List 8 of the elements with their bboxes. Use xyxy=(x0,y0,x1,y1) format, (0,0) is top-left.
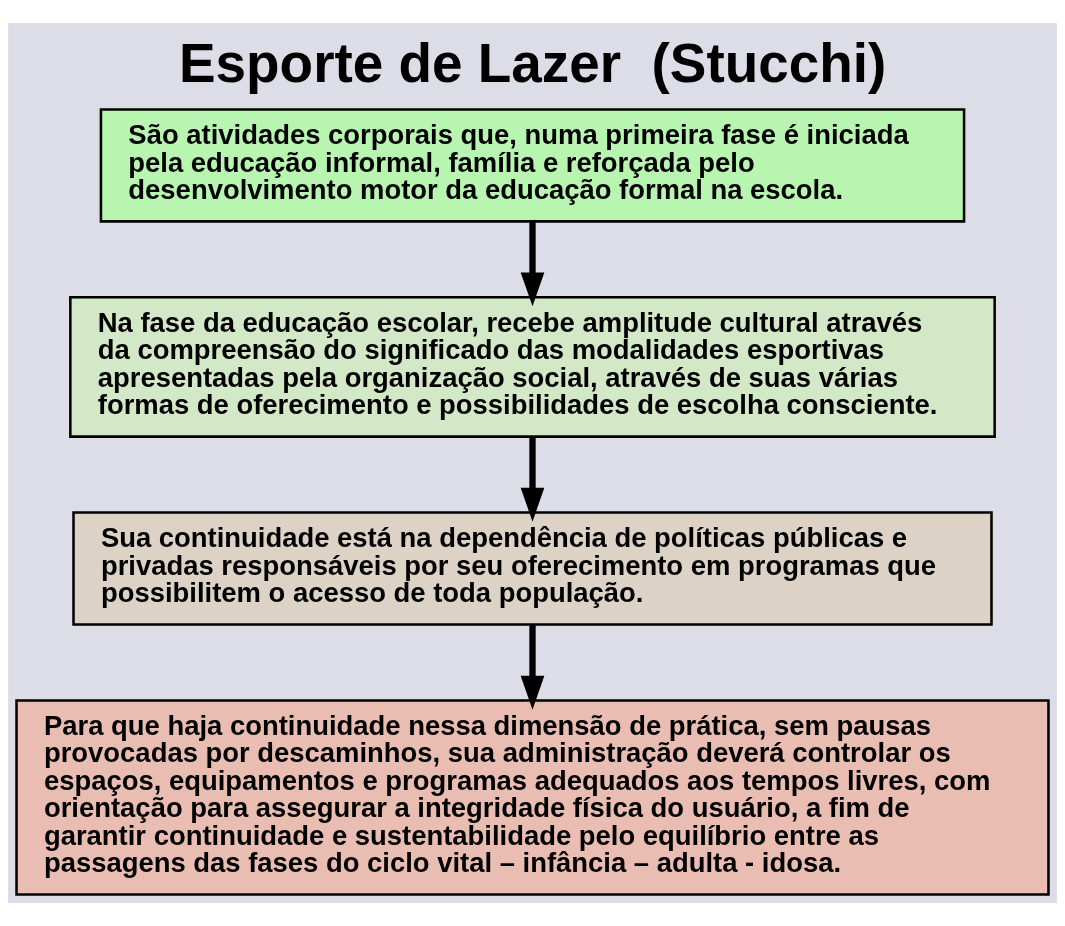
diagram-title: Esporte de Lazer (Stucchi) xyxy=(179,31,887,94)
node-box: Para que haja continuidade nessa dimensão de prática, sem pausas provocadas por descaminhos, sua administração deverá controlar os espaços, equipamentos e programas adequados aos tempos livres, com orientação para assegurar a integridade física do usuário, a fim de garantir continuidade e sustentabilidade pelo equilíbrio entre as passagens das fases do ciclo vital – infância – adulta - idosa. xyxy=(15,699,1050,896)
node-box: Sua continuidade está na dependência de políticas públicas e privadas responsáveis por seu oferecimento em programas que possibilitem o acesso de toda população. xyxy=(72,511,993,626)
node-box: São atividades corporais que, numa primeira fase é iniciada pela educação informal, família e reforçada pelo desenvolvimento motor da educação formal na escola. xyxy=(99,108,966,223)
arrow xyxy=(520,624,545,710)
arrow xyxy=(520,221,545,307)
node-box: Na fase da educação escolar, recebe amplitude cultural através da compreensão do significado das modalidades esportivas apresentadas pela organização social, através de suas várias formas de oferecimento e possibilidades de escolha consciente. xyxy=(69,296,996,438)
arrow xyxy=(520,436,545,522)
